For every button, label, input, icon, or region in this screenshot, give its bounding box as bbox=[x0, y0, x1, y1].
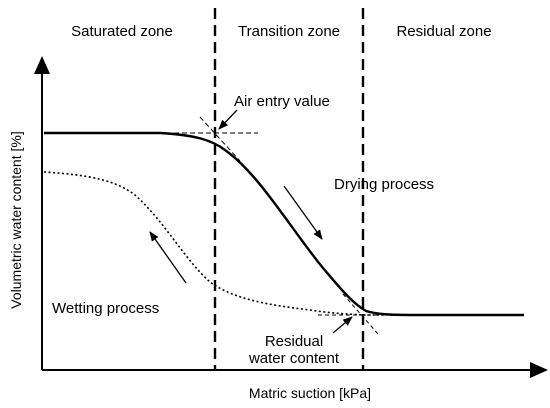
air-entry-pointer bbox=[218, 109, 238, 130]
y-axis bbox=[34, 56, 50, 370]
saturated-zone-label: Saturated zone bbox=[71, 23, 173, 40]
residual-zone-label: Residual zone bbox=[396, 23, 491, 40]
residual-label-line1: Residual bbox=[265, 333, 323, 350]
drying-curve bbox=[44, 131, 524, 317]
transition-zone-label: Transition zone bbox=[238, 23, 340, 40]
wetting-process-arrow bbox=[149, 231, 187, 284]
wetting-curve bbox=[43, 171, 524, 316]
drying-process-label: Drying process bbox=[334, 176, 434, 193]
wetting-process-label: Wetting process bbox=[52, 300, 159, 317]
residual-slope-tangent bbox=[342, 293, 379, 335]
residual-label-line2: water content bbox=[248, 350, 340, 367]
x-axis-title: Matric suction [kPa] bbox=[249, 385, 371, 401]
residual-pointer bbox=[332, 316, 353, 334]
drying-process-arrow bbox=[283, 185, 323, 240]
air-entry-slope-tangent bbox=[199, 116, 241, 162]
air-entry-label: Air entry value bbox=[234, 93, 330, 110]
x-axis bbox=[42, 362, 548, 378]
y-axis-title: Volumetric water content [%] bbox=[8, 131, 24, 308]
